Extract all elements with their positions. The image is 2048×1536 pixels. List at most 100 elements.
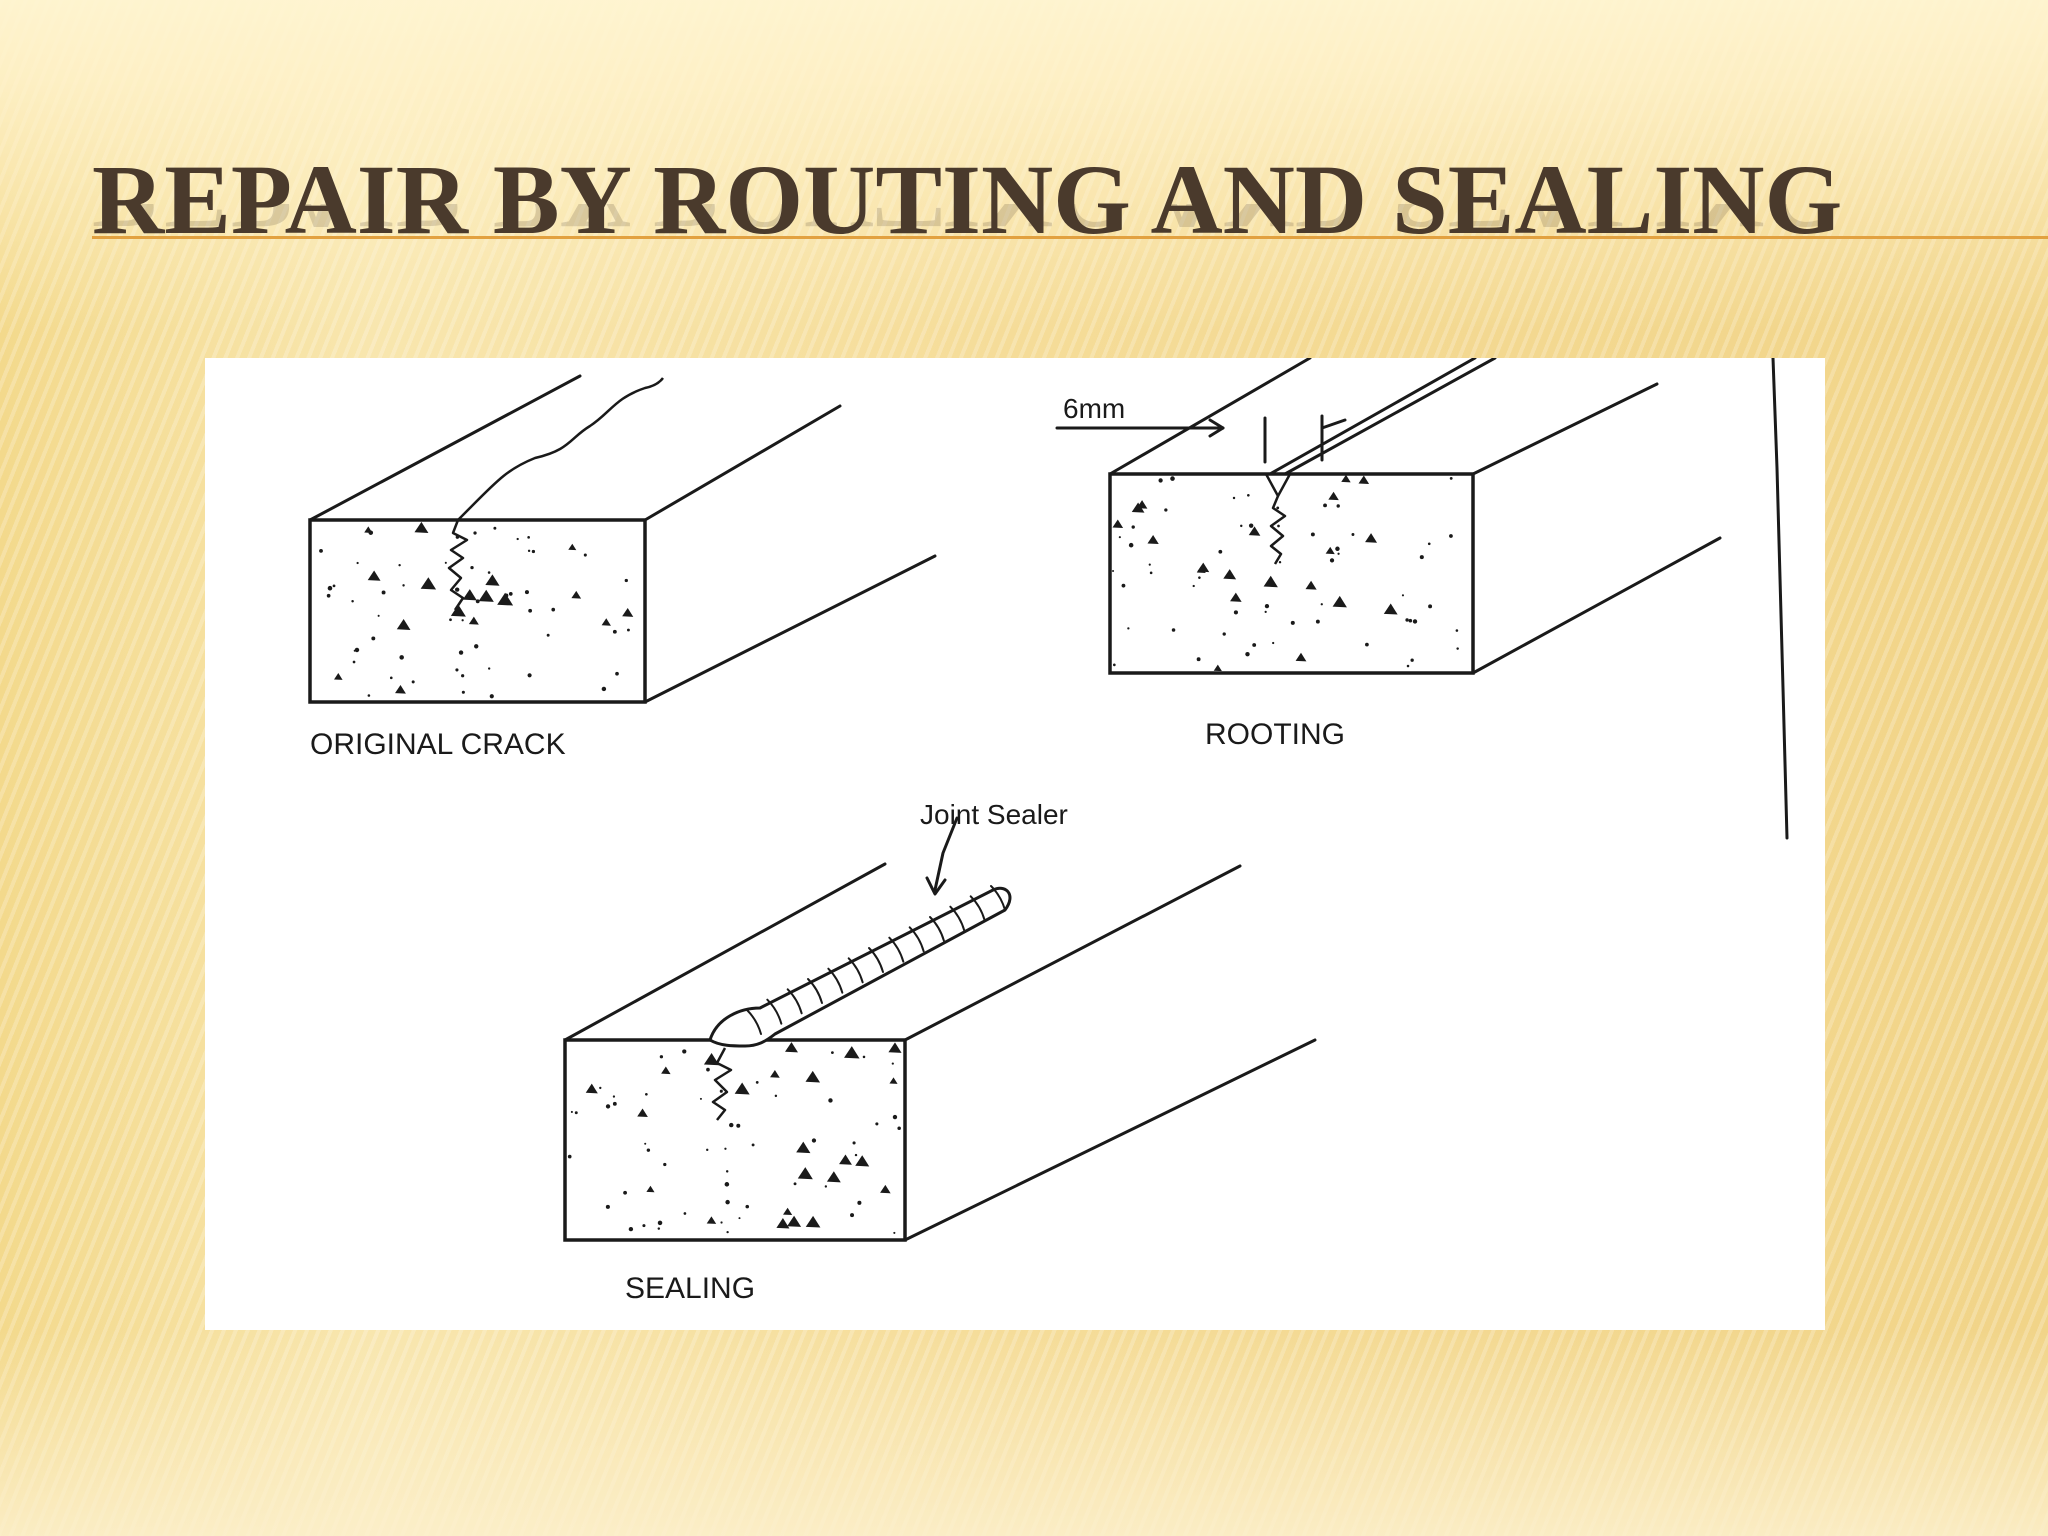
joint-sealer-rib xyxy=(949,905,966,932)
aggregate-speck xyxy=(626,628,630,632)
aggregate-speck xyxy=(601,686,607,692)
aggregate-speck xyxy=(725,1199,730,1205)
aggregate-speck xyxy=(1121,583,1126,588)
aggregate-speck xyxy=(527,549,531,553)
aggregate-speck xyxy=(1419,555,1424,560)
aggregate-speck xyxy=(1320,603,1323,606)
aggregate-speck xyxy=(461,674,465,678)
aggregate-speck xyxy=(601,618,611,626)
joint-sealer-bead xyxy=(708,885,1012,1048)
aggregate-speck xyxy=(1329,558,1335,563)
rooting-groove-left xyxy=(1268,358,1477,476)
aggregate-speck xyxy=(1232,496,1236,500)
aggregate-speck xyxy=(356,561,359,565)
aggregate-speck xyxy=(399,655,404,660)
aggregate-speck xyxy=(414,521,429,533)
aggregate-speck xyxy=(605,1204,610,1209)
aggregate-speck xyxy=(524,590,529,595)
aggregate-speck xyxy=(875,1122,879,1126)
aggregate-speck xyxy=(682,1049,687,1054)
aggregate-speck xyxy=(402,584,405,587)
diagram-svg: ORIGINAL CRACK ROOTING SEALING 6mm Joint… xyxy=(308,358,1789,1305)
aggregate-speck xyxy=(893,1231,896,1235)
original-crack-aggregate xyxy=(319,521,634,699)
label-width-dimension: 6mm xyxy=(1063,393,1125,424)
joint-sealer-leader-arrow xyxy=(925,876,947,896)
aggregate-speck xyxy=(1149,571,1153,575)
aggregate-speck xyxy=(1276,506,1280,510)
aggregate-speck xyxy=(857,1200,862,1205)
aggregate-speck xyxy=(389,676,393,680)
aggregate-speck xyxy=(574,1111,578,1115)
aggregate-speck xyxy=(354,647,360,653)
aggregate-speck xyxy=(1245,651,1250,657)
aggregate-speck xyxy=(326,593,331,598)
aggregate-speck xyxy=(1337,552,1340,555)
aggregate-speck xyxy=(497,592,514,606)
aggregate-speck xyxy=(889,1077,898,1084)
aggregate-speck xyxy=(862,1055,866,1059)
aggregate-speck xyxy=(1332,595,1347,608)
aggregate-speck xyxy=(1164,508,1168,512)
aggregate-speck xyxy=(724,1182,730,1187)
aggregate-speck xyxy=(489,694,494,699)
aggregate-speck xyxy=(828,1098,833,1103)
aggregate-speck xyxy=(622,607,634,617)
slide-background-fade xyxy=(0,1330,2048,1536)
aggregate-speck xyxy=(1112,570,1115,573)
aggregate-speck xyxy=(734,1082,750,1095)
aggregate-speck xyxy=(850,1213,855,1218)
aggregate-speck xyxy=(1401,594,1405,597)
aggregate-speck xyxy=(1336,504,1340,508)
aggregate-speck xyxy=(1222,632,1226,636)
diagram-panel: ORIGINAL CRACK ROOTING SEALING 6mm Joint… xyxy=(205,358,1825,1330)
aggregate-speck xyxy=(657,1227,661,1230)
joint-sealer-rib xyxy=(786,988,803,1015)
joint-sealer-rib xyxy=(807,978,823,1004)
aggregate-speck xyxy=(585,1083,598,1094)
aggregate-speck xyxy=(1218,549,1223,554)
joint-sealer-rib xyxy=(827,967,844,994)
aggregate-speck xyxy=(454,587,460,592)
aggregate-speck xyxy=(1406,664,1410,668)
aggregate-speck xyxy=(599,1086,602,1090)
aggregate-speck xyxy=(1118,536,1121,539)
aggregate-speck xyxy=(745,1204,750,1209)
aggregate-speck xyxy=(612,1095,616,1098)
aggregate-speck xyxy=(1351,533,1355,536)
aggregate-speck xyxy=(1383,603,1398,615)
aggregate-speck xyxy=(854,1153,858,1157)
sealing-bottom-edge xyxy=(903,1038,1317,1242)
label-original-crack: ORIGINAL CRACK xyxy=(310,728,566,761)
aggregate-speck xyxy=(1240,524,1243,528)
joint-sealer-rib xyxy=(847,957,864,984)
aggregate-speck xyxy=(319,548,323,553)
aggregate-speck xyxy=(1192,584,1195,588)
aggregate-speck xyxy=(657,1220,663,1226)
aggregate-speck xyxy=(880,1184,891,1194)
aggregate-speck xyxy=(1358,475,1370,484)
aggregate-speck xyxy=(855,1155,870,1167)
aggregate-speck xyxy=(1305,580,1317,590)
aggregate-speck xyxy=(1248,526,1261,536)
aggregate-speck xyxy=(411,680,415,684)
slide-title-reflection: REPAIR BY ROUTING AND SEALING xyxy=(92,204,1842,244)
aggregate-speck xyxy=(395,684,406,694)
rooting-block xyxy=(1055,358,1789,840)
aggregate-speck xyxy=(831,1051,834,1054)
title-underline xyxy=(92,236,2048,239)
aggregate-speck xyxy=(612,1101,617,1106)
aggregate-speck xyxy=(377,614,380,617)
aggregate-speck xyxy=(527,536,530,539)
aggregate-speck xyxy=(1264,603,1270,609)
aggregate-speck xyxy=(1428,604,1433,609)
aggregate-speck xyxy=(527,673,532,678)
aggregate-speck xyxy=(449,618,452,622)
aggregate-speck xyxy=(1328,491,1339,501)
aggregate-speck xyxy=(783,1207,793,1216)
aggregate-speck xyxy=(796,1141,811,1154)
sealing-front-face xyxy=(563,1038,907,1242)
aggregate-speck xyxy=(570,1110,573,1113)
aggregate-speck xyxy=(1127,627,1130,630)
aggregate-speck xyxy=(351,600,354,603)
